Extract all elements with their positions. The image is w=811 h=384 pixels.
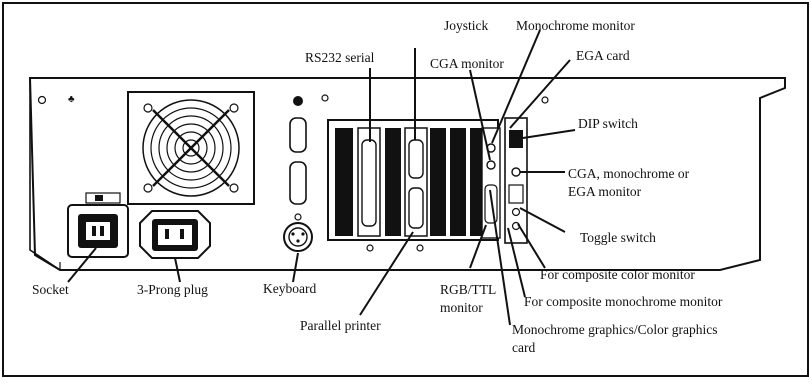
- panel-screws: ♣: [37, 94, 549, 106]
- label-rgb-ttl-line2: monitor: [440, 300, 483, 315]
- label-rgb-ttl-line1: RGB/TTL: [440, 282, 496, 297]
- label-cga-monitor: CGA monitor: [430, 56, 504, 71]
- label-mono-color-graphics-line2: card: [512, 340, 535, 355]
- label-cga-mono-ega-line1: CGA, monochrome or: [568, 166, 690, 181]
- leader-lines: [67, 29, 576, 326]
- label-ega-card: EGA card: [576, 48, 630, 63]
- label-parallel-printer: Parallel printer: [300, 318, 381, 333]
- label-keyboard: Keyboard: [263, 281, 316, 296]
- video-card-brackets: [481, 117, 528, 244]
- label-socket: Socket: [32, 282, 69, 297]
- chassis-left-edge: [29, 78, 61, 271]
- label-toggle-switch: Toggle switch: [580, 230, 656, 245]
- svg-text:♣: ♣: [68, 94, 75, 105]
- chassis-dsub-ports: [289, 117, 307, 205]
- expansion-slots: [327, 119, 499, 252]
- label-rs232-serial: RS232 serial: [305, 50, 375, 65]
- keyboard-connector: [283, 213, 313, 252]
- three-prong-plug-connector: [139, 210, 211, 259]
- label-three-prong-plug: 3-Prong plug: [137, 282, 208, 297]
- label-composite-color: For composite color monitor: [540, 267, 695, 282]
- socket-connector: [67, 192, 129, 258]
- label-monochrome-monitor: Monochrome monitor: [516, 18, 635, 33]
- label-dip-switch: DIP switch: [578, 116, 638, 131]
- fan-grille: [127, 91, 255, 205]
- outer-border: [2, 2, 809, 377]
- label-mono-color-graphics-line1: Monochrome graphics/Color graphics: [512, 322, 717, 337]
- label-cga-mono-ega-line2: EGA monitor: [568, 184, 642, 199]
- label-joystick: Joystick: [444, 18, 489, 33]
- chassis-outline: [28, 77, 786, 271]
- label-composite-mono: For composite monochrome monitor: [524, 294, 723, 309]
